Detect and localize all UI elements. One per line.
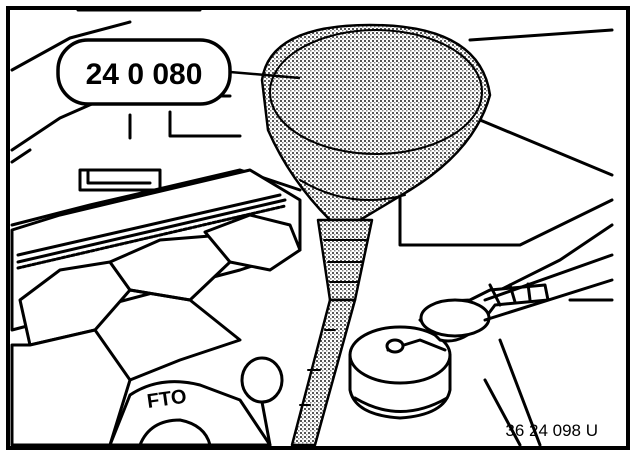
funnel-icon <box>260 23 492 447</box>
callout-leader <box>229 70 301 80</box>
connector-icon <box>240 356 284 447</box>
sensor-housing: FTO <box>108 380 272 447</box>
side-tray <box>483 253 614 447</box>
tool-number-callout: 24 0 080 <box>56 38 232 106</box>
engine-bay-background <box>10 8 614 302</box>
engine-cover-icon <box>10 168 302 447</box>
callout-box <box>56 38 232 106</box>
component-marking: FTO <box>146 386 188 413</box>
drawing-reference: 36 24 098 U <box>505 421 598 440</box>
filler-cap-icon <box>348 325 452 420</box>
tool-number-label: 24 0 080 <box>86 58 203 91</box>
